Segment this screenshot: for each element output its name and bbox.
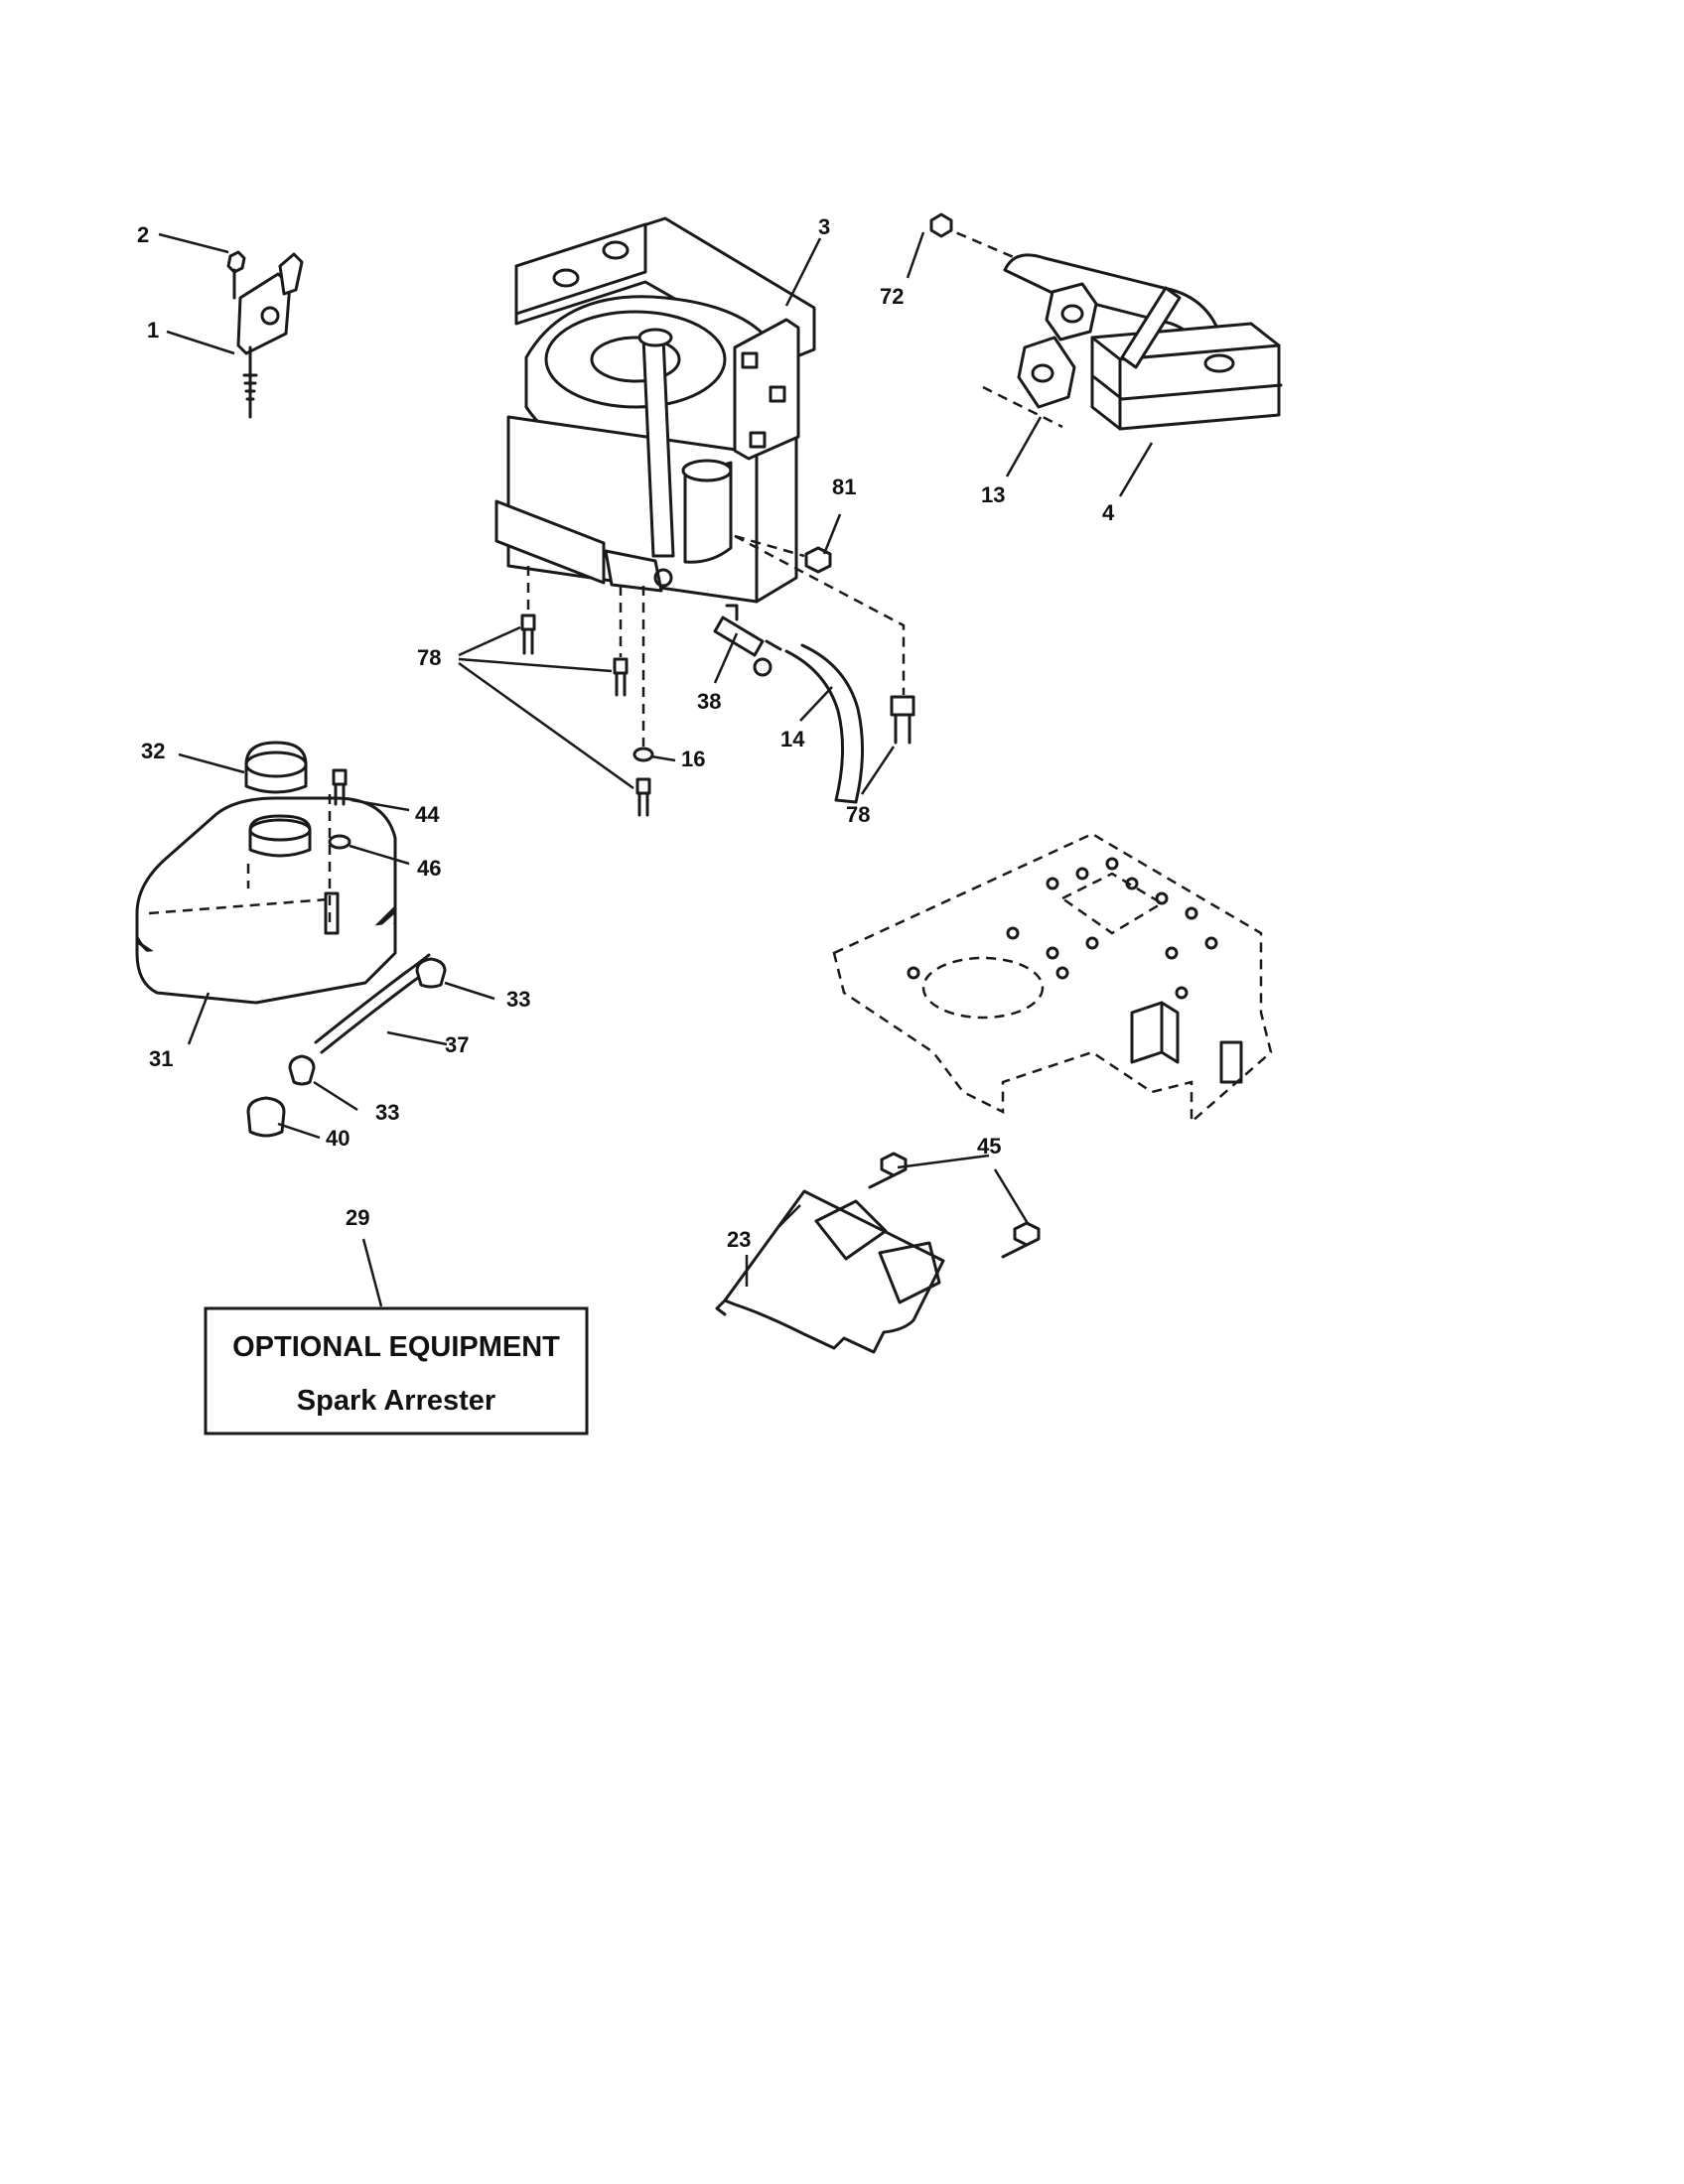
engine-mounting-bolts <box>520 534 915 817</box>
callout-33-lower: 33 <box>375 1100 399 1125</box>
callout-38: 38 <box>697 689 721 714</box>
callout-16: 16 <box>681 747 705 771</box>
engine-assembly <box>494 216 816 604</box>
leader-lines <box>158 231 1154 1307</box>
callout-23: 23 <box>727 1227 751 1252</box>
callout-3: 3 <box>818 214 830 239</box>
callout-78-right: 78 <box>846 802 870 827</box>
callout-45: 45 <box>977 1134 1001 1159</box>
callout-32: 32 <box>141 739 165 763</box>
callout-1: 1 <box>147 318 159 342</box>
callout-81: 81 <box>832 475 856 499</box>
optional-equipment-box: OPTIONAL EQUIPMENT Spark Arrester <box>204 1306 589 1435</box>
callout-29: 29 <box>346 1205 369 1230</box>
callout-37: 37 <box>445 1032 469 1057</box>
callout-72: 72 <box>880 284 904 309</box>
callout-40: 40 <box>326 1126 350 1151</box>
callout-46: 46 <box>417 856 441 881</box>
callout-labels: 2 1 3 72 13 4 81 78 38 14 16 78 32 44 46… <box>137 214 1115 1252</box>
callout-14: 14 <box>780 727 805 751</box>
callout-13: 13 <box>981 482 1005 507</box>
callout-33-upper: 33 <box>506 987 530 1012</box>
callout-78-left: 78 <box>417 645 441 670</box>
spark-arrester-label: Spark Arrester <box>297 1385 495 1417</box>
heat-shield <box>715 1152 1041 1354</box>
callout-4: 4 <box>1102 500 1115 525</box>
fuel-tank-assembly <box>135 741 447 1138</box>
callout-2: 2 <box>137 222 149 247</box>
muffler-assembly <box>929 212 1283 431</box>
frame-mounting-plate <box>832 832 1273 1125</box>
optional-equipment-title: OPTIONAL EQUIPMENT <box>232 1331 560 1363</box>
oil-drain-hose <box>784 643 864 804</box>
callout-44: 44 <box>415 802 440 827</box>
oil-drain-valve <box>713 604 782 677</box>
callout-31: 31 <box>149 1046 173 1071</box>
throttle-control-bracket <box>226 250 304 419</box>
